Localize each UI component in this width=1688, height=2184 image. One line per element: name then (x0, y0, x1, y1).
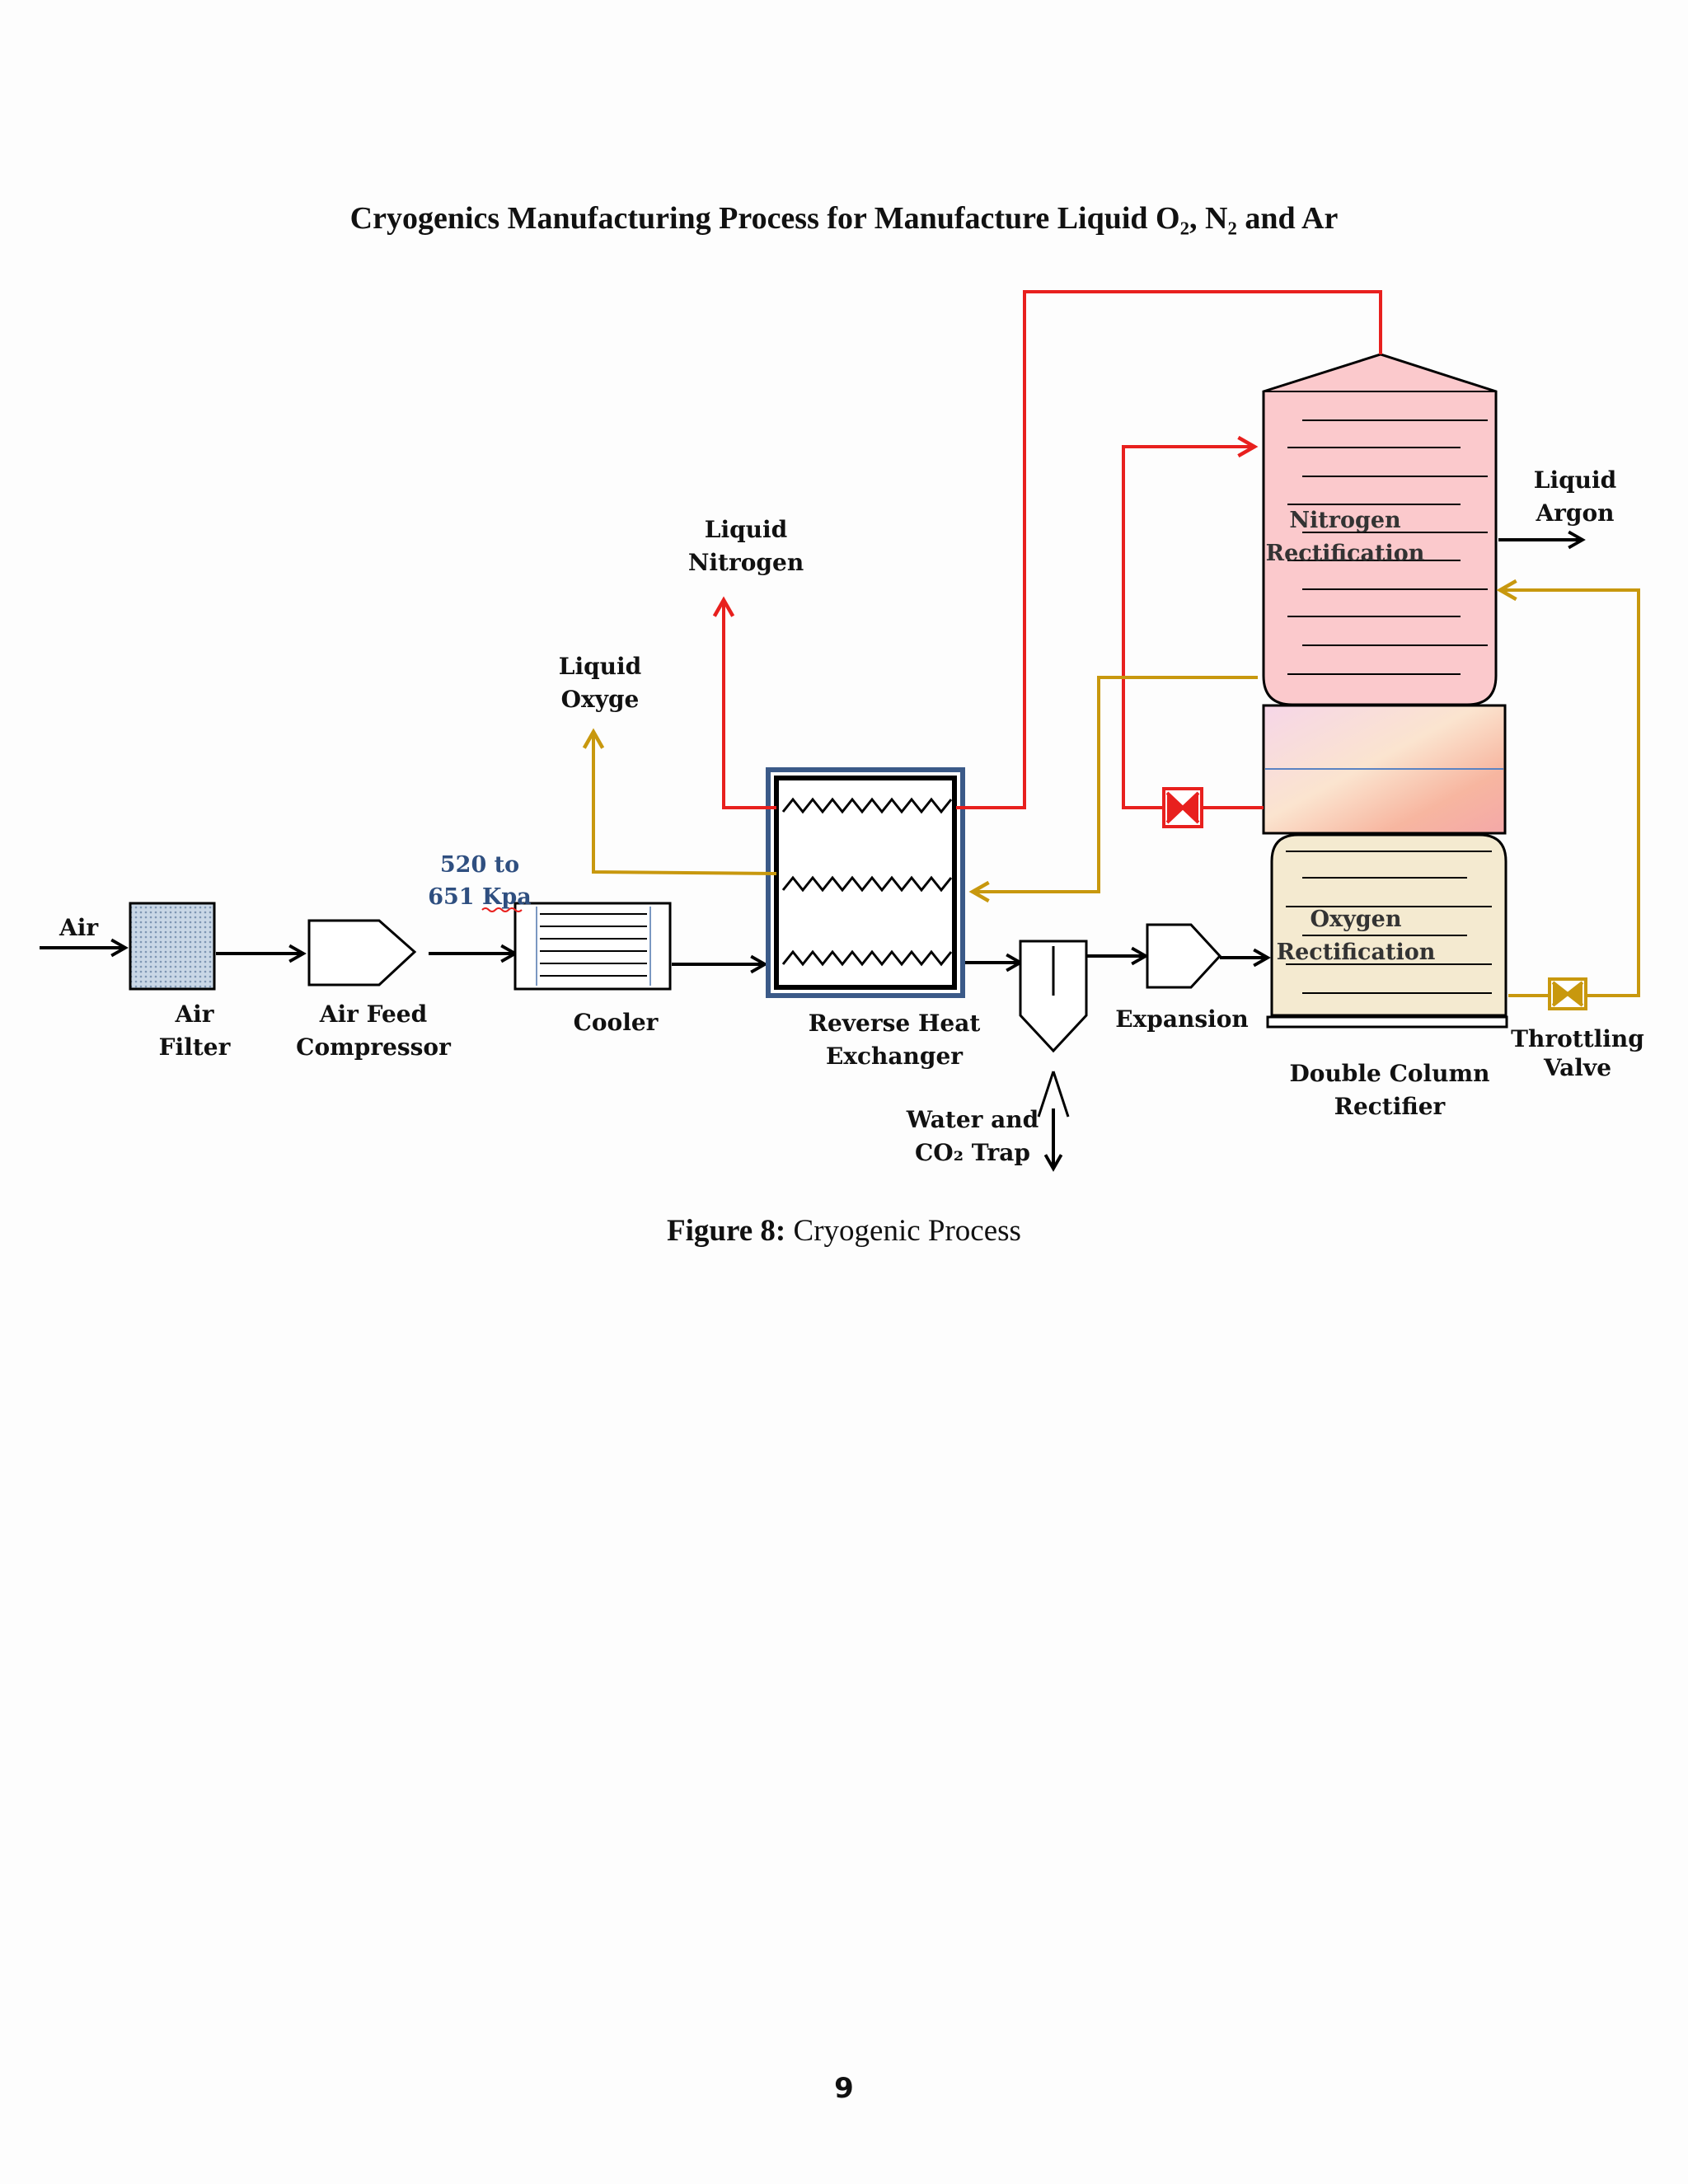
svg-text:Nitrogen: Nitrogen (688, 549, 804, 576)
pressure-label: 520 to 651 Kpa (428, 852, 532, 912)
page-title: Cryogenics Manufacturing Process for Man… (350, 201, 1339, 236)
figure-caption-text: Cryogenic Process (785, 1214, 1021, 1248)
svg-text:Exchanger: Exchanger (826, 1043, 964, 1070)
cooler (513, 902, 672, 991)
liquid-argon-label: Liquid Argon (1534, 466, 1616, 527)
liquid-oxygen-label: Liquid Oxyge (559, 653, 641, 713)
page-number: 9 (834, 2072, 854, 2105)
main-flow-lines (40, 530, 1586, 1172)
air-feed-compressor (307, 919, 417, 987)
air-inlet-label: Air (59, 914, 99, 941)
svg-text:Liquid: Liquid (1534, 466, 1616, 494)
column-base (1266, 1015, 1508, 1029)
liquid-nitrogen-label: Liquid Nitrogen (688, 516, 804, 576)
cooler-label: Cooler (574, 1009, 659, 1036)
svg-text:Liquid: Liquid (559, 653, 641, 680)
nitrogen-rectification-label: Nitrogen Rectification (1266, 508, 1425, 566)
svg-text:Rectification: Rectification (1266, 541, 1425, 566)
reverse-heat-exchanger-label: Reverse Heat Exchanger (809, 1010, 981, 1070)
air-filter (129, 902, 216, 991)
oxygen-rectification-column (1270, 833, 1507, 1017)
nitrogen-valve (1162, 787, 1203, 828)
svg-text:Oxygen: Oxygen (1311, 907, 1402, 932)
svg-text:CO₂ Trap: CO₂ Trap (915, 1139, 1030, 1166)
svg-text:Oxyge: Oxyge (561, 686, 640, 713)
expansion-label: Expansion (1115, 1005, 1249, 1033)
air-filter-label: Air Filter (159, 1001, 232, 1061)
double-column-rectifier (1262, 353, 1508, 1029)
expansion-unit (1146, 923, 1222, 989)
svg-text:Filter: Filter (159, 1033, 232, 1061)
double-column-rectifier-label: Double Column Rectifier (1289, 1060, 1489, 1120)
water-co2-trap-label: Water and CO₂ Trap (906, 1106, 1039, 1166)
svg-text:Reverse Heat: Reverse Heat (809, 1010, 981, 1037)
oxygen-rectification-label: Oxygen Rectification (1277, 907, 1436, 965)
nitrogen-lines (712, 290, 1382, 809)
reverse-heat-exchanger (766, 767, 965, 998)
throttling-valve (1548, 977, 1587, 1010)
svg-text:651 Kpa: 651 Kpa (428, 884, 532, 910)
svg-text:Valve: Valve (1543, 1054, 1611, 1081)
figure-caption: Figure 8: Cryogenic Process (667, 1214, 1021, 1248)
svg-text:Double Column: Double Column (1289, 1060, 1489, 1087)
svg-text:Throttling: Throttling (1511, 1025, 1644, 1052)
air-feed-compressor-label: Air Feed Compressor (296, 1001, 452, 1061)
svg-text:Rectification: Rectification (1277, 940, 1436, 965)
figure-caption-label: Figure 8: (667, 1214, 785, 1248)
water-co2-trap (1019, 940, 1088, 1118)
svg-text:Argon: Argon (1535, 499, 1614, 527)
svg-text:Compressor: Compressor (296, 1033, 452, 1061)
svg-text:Liquid: Liquid (705, 516, 787, 543)
svg-text:Rectifier: Rectifier (1334, 1093, 1447, 1120)
svg-text:Water and: Water and (906, 1106, 1039, 1133)
throttling-valve-label: Throttling Valve (1511, 1025, 1644, 1081)
oxygen-lines (582, 579, 1640, 997)
svg-text:Nitrogen: Nitrogen (1289, 508, 1401, 533)
svg-text:520 to: 520 to (440, 852, 519, 878)
svg-text:Air Feed: Air Feed (319, 1001, 427, 1028)
svg-text:Air: Air (174, 1001, 214, 1028)
